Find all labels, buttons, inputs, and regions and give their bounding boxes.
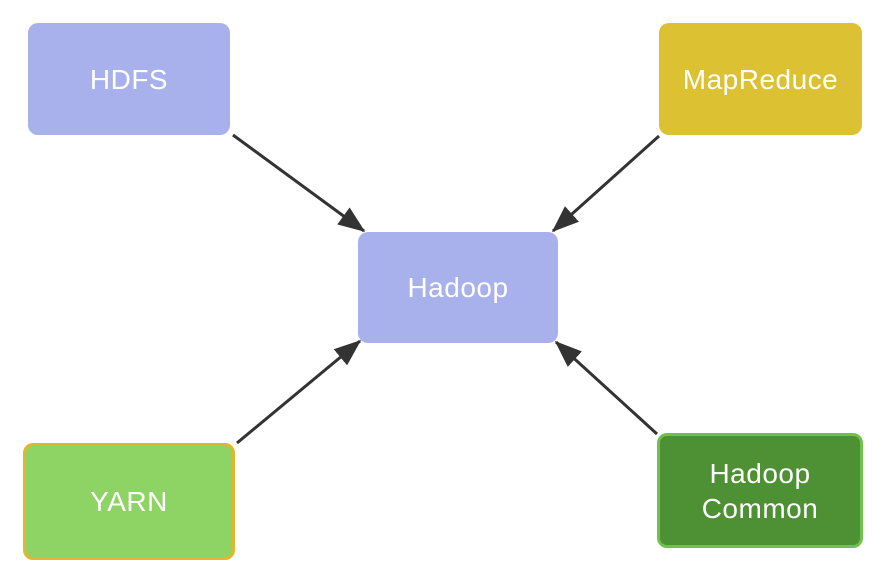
node-hdfs: HDFS: [28, 23, 230, 135]
node-hadoop-common: Hadoop Common: [657, 433, 863, 548]
node-hadoop-label: Hadoop: [407, 272, 509, 303]
node-hdfs-label: HDFS: [89, 63, 169, 95]
arrow-yarn-to-hadoop: [236, 339, 362, 445]
arrow-hdfs-to-hadoop: [232, 133, 366, 233]
node-yarn-label: YARN: [90, 486, 168, 517]
arrow-common-to-hadoop: [554, 340, 659, 436]
node-yarn: YARN: [23, 443, 235, 560]
node-mapreduce-label: MapReduce: [682, 63, 839, 95]
node-hadoop-common-label: Hadoop Common: [701, 457, 819, 524]
arrow-mapreduce-to-hadoop: [551, 134, 661, 233]
node-mapreduce: MapReduce: [659, 23, 862, 135]
node-hadoop: Hadoop: [358, 232, 558, 343]
